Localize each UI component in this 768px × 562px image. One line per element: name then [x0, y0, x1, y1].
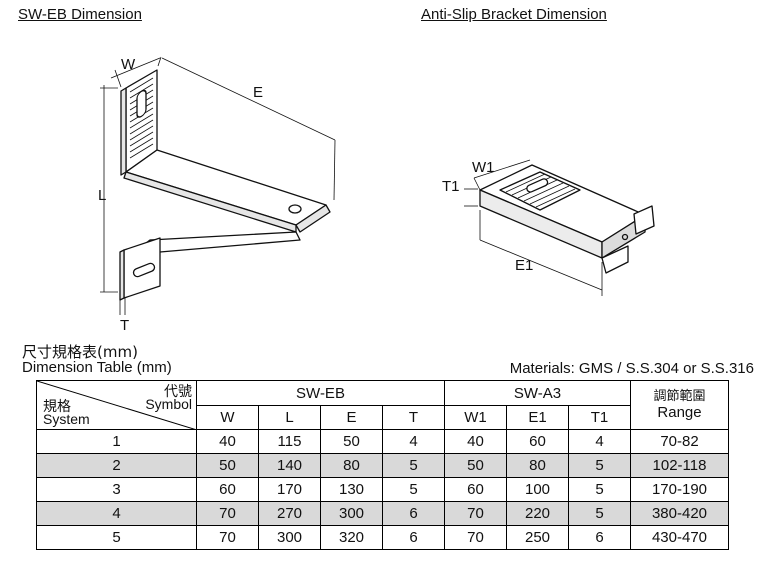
- value-cell: 170: [258, 477, 321, 502]
- value-cell: 250: [506, 525, 569, 550]
- symbol-label-zh: 代號: [164, 384, 192, 400]
- value-cell: 4: [382, 429, 445, 454]
- range-cell: 380-420: [630, 501, 729, 526]
- value-cell: 50: [320, 429, 383, 454]
- value-cell: 115: [258, 429, 321, 454]
- value-cell: 100: [506, 477, 569, 502]
- value-cell: 140: [258, 453, 321, 478]
- value-cell: 70: [196, 525, 259, 550]
- table-caption-english: Dimension Table (mm): [22, 359, 172, 376]
- anti-slip-bracket-drawing: W1 T1 E1: [442, 159, 655, 296]
- value-cell: 220: [506, 501, 569, 526]
- value-cell: 270: [258, 501, 321, 526]
- value-cell: 80: [506, 453, 569, 478]
- table-row: 5 70 300 320 6 70 250 6 430-470: [36, 525, 729, 550]
- range-cell: 170-190: [630, 477, 729, 502]
- system-cell: 4: [36, 501, 197, 526]
- materials-note: Materials: GMS / S.S.304 or S.S.316: [509, 360, 754, 377]
- symbol-label-en: Symbol: [145, 396, 192, 412]
- column-header-w: W: [196, 405, 259, 430]
- dim-label-t1: T1: [442, 178, 460, 195]
- value-cell: 60: [444, 477, 507, 502]
- range-header-en: Range: [657, 404, 702, 421]
- dimension-table: 代號 Symbol 規格 System SW-EB SW-A3 調節範圍 Ran…: [36, 380, 729, 550]
- range-header-zh: 調節範圍: [653, 389, 706, 404]
- system-cell: 2: [36, 453, 197, 478]
- value-cell: 60: [196, 477, 259, 502]
- value-cell: 5: [382, 453, 445, 478]
- value-cell: 80: [320, 453, 383, 478]
- value-cell: 60: [506, 429, 569, 454]
- value-cell: 320: [320, 525, 383, 550]
- value-cell: 50: [444, 453, 507, 478]
- value-cell: 5: [568, 501, 631, 526]
- anti-slip-bracket-heading: Anti-Slip Bracket Dimension: [421, 6, 607, 23]
- value-cell: 40: [196, 429, 259, 454]
- table-row: 4 70 270 300 6 70 220 5 380-420: [36, 501, 729, 526]
- technical-drawings: W E L T: [98, 56, 655, 334]
- dim-label-w1: W1: [472, 159, 495, 176]
- value-cell: 40: [444, 429, 507, 454]
- range-header: 調節範圍 Range: [630, 380, 729, 430]
- dim-label-w: W: [121, 56, 136, 73]
- system-label-en: System: [43, 411, 90, 427]
- value-cell: 50: [196, 453, 259, 478]
- dim-label-e1: E1: [515, 257, 533, 274]
- value-cell: 6: [382, 525, 445, 550]
- value-cell: 70: [444, 501, 507, 526]
- dim-label-l: L: [98, 187, 106, 204]
- corner-header-cell: 代號 Symbol 規格 System: [36, 380, 197, 430]
- table-header-row-groups: 代號 Symbol 規格 System SW-EB SW-A3 調節範圍 Ran…: [36, 380, 729, 430]
- system-label-zh: 規格: [43, 399, 71, 415]
- value-cell: 4: [568, 429, 631, 454]
- corner-diagonal-line: [37, 381, 197, 430]
- column-header-e1: E1: [506, 405, 569, 430]
- value-cell: 70: [444, 525, 507, 550]
- range-cell: 102-118: [630, 453, 729, 478]
- column-header-w1: W1: [444, 405, 507, 430]
- range-cell: 70-82: [630, 429, 729, 454]
- dim-label-e: E: [253, 84, 263, 101]
- value-cell: 5: [568, 453, 631, 478]
- table-row: 3 60 170 130 5 60 100 5 170-190: [36, 477, 729, 502]
- system-cell: 1: [36, 429, 197, 454]
- table-caption-chinese: 尺寸規格表(mm): [22, 343, 138, 361]
- sw-eb-bracket-drawing: W E L T: [98, 56, 336, 334]
- table-row: 1 40 115 50 4 40 60 4 70-82: [36, 429, 729, 454]
- value-cell: 6: [382, 501, 445, 526]
- value-cell: 6: [568, 525, 631, 550]
- group-header-sw-a3: SW-A3: [444, 380, 631, 406]
- column-header-t1: T1: [568, 405, 631, 430]
- value-cell: 130: [320, 477, 383, 502]
- value-cell: 70: [196, 501, 259, 526]
- group-header-sw-eb: SW-EB: [196, 380, 445, 406]
- value-cell: 5: [382, 477, 445, 502]
- value-cell: 300: [258, 525, 321, 550]
- value-cell: 5: [568, 477, 631, 502]
- table-header-row-columns: W L E T W1 E1 T1: [37, 405, 729, 430]
- range-cell: 430-470: [630, 525, 729, 550]
- system-cell: 5: [36, 525, 197, 550]
- system-cell: 3: [36, 477, 197, 502]
- column-header-e: E: [320, 405, 383, 430]
- column-header-t: T: [382, 405, 445, 430]
- column-header-l: L: [258, 405, 321, 430]
- sw-eb-dimension-heading: SW-EB Dimension: [18, 6, 142, 23]
- value-cell: 300: [320, 501, 383, 526]
- dim-label-t: T: [120, 317, 129, 334]
- table-row: 2 50 140 80 5 50 80 5 102-118: [36, 453, 729, 478]
